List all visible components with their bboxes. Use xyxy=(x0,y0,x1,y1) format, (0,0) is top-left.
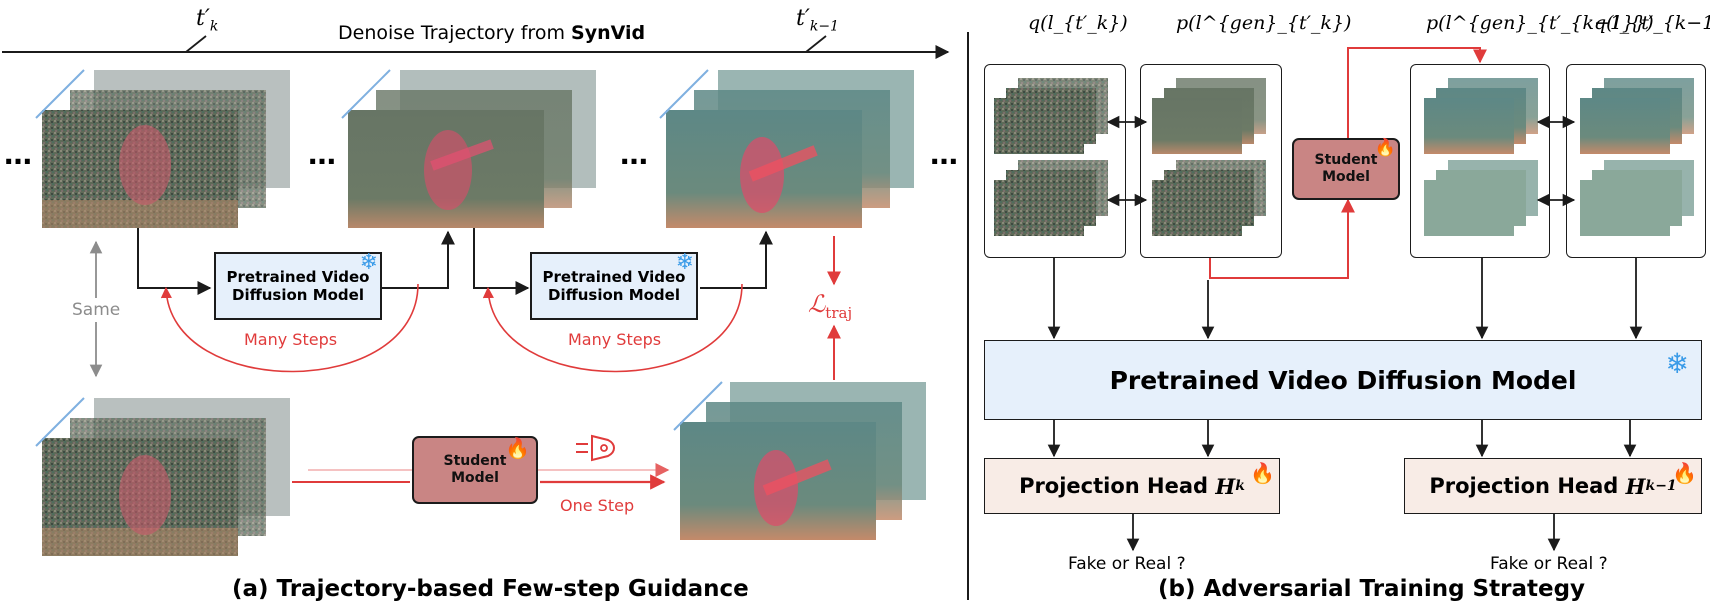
flame-icon: 🔥 xyxy=(1250,461,1275,485)
flame-icon: 🔥 xyxy=(505,436,530,460)
camera-axis-icon xyxy=(659,69,709,119)
tick-k xyxy=(185,35,207,53)
caption-a: (a) Trajectory-based Few-step Guidance xyxy=(232,576,749,602)
ellipsis-4: … xyxy=(930,138,958,171)
p-gen-km1-label: p(l^{gen}_{t′_{k−1}}) xyxy=(1426,12,1654,34)
ellipsis-2: … xyxy=(308,138,336,171)
loss-traj: ℒtraj xyxy=(808,290,853,322)
flame-icon: 🔥 xyxy=(1672,461,1697,485)
panel-p-gen-km1 xyxy=(1410,64,1550,258)
timestep-k-label: t′k xyxy=(196,6,219,35)
same-label: Same xyxy=(72,298,121,322)
pretrained-model-big: Pretrained Video Diffusion Model ❄ xyxy=(984,340,1702,420)
camera-axis-icon xyxy=(341,69,391,119)
q-km1-label: q(l_{t′_{k−1}}) xyxy=(1594,12,1710,34)
flame-icon: 🔥 xyxy=(1374,138,1396,158)
trajectory-title: Denoise Trajectory from SynVid xyxy=(338,22,646,44)
frame-stack-noisy-bottom xyxy=(35,397,290,556)
snowflake-icon: ❄ xyxy=(359,250,378,275)
frame-stack-mid-top xyxy=(341,69,596,228)
rocket-icon xyxy=(576,434,615,462)
timestep-k-minus-1-label: t′k−1 xyxy=(796,6,839,35)
q-k-label: q(l_{t′_k}) xyxy=(1028,12,1128,34)
many-steps-label-1: Many Steps xyxy=(244,330,338,349)
ellipsis-3: … xyxy=(620,138,648,171)
frame-stack-noisy-top xyxy=(35,69,290,228)
panel-p-gen-k xyxy=(1140,64,1282,258)
ellipsis-1: … xyxy=(4,138,32,171)
caption-b: (b) Adversarial Training Strategy xyxy=(1158,576,1586,602)
panel-q-km1 xyxy=(1566,64,1706,258)
camera-axis-icon xyxy=(35,69,85,119)
snowflake-icon: ❄ xyxy=(1665,347,1689,380)
fake-or-real-1: Fake or Real ? xyxy=(1068,554,1186,574)
frame-stack-clean-top xyxy=(659,69,914,228)
fake-or-real-2: Fake or Real ? xyxy=(1490,554,1608,574)
q-k-frames xyxy=(994,78,1108,236)
p-gen-k-label: p(l^{gen}_{t′_k}) xyxy=(1176,12,1352,34)
p-gen-km1-frames xyxy=(1424,78,1538,236)
snowflake-icon: ❄ xyxy=(675,250,694,275)
q-km1-frames xyxy=(1580,78,1694,236)
p-gen-k-frames xyxy=(1152,78,1266,236)
camera-axis-icon xyxy=(673,381,723,431)
camera-axis-icon xyxy=(35,397,85,447)
one-step-label: One Step xyxy=(560,496,635,515)
many-steps-label-2: Many Steps xyxy=(568,330,662,349)
frame-stack-generated-bottom xyxy=(673,381,926,540)
tick-k-minus-1 xyxy=(805,35,827,53)
panel-q-k xyxy=(984,64,1126,258)
